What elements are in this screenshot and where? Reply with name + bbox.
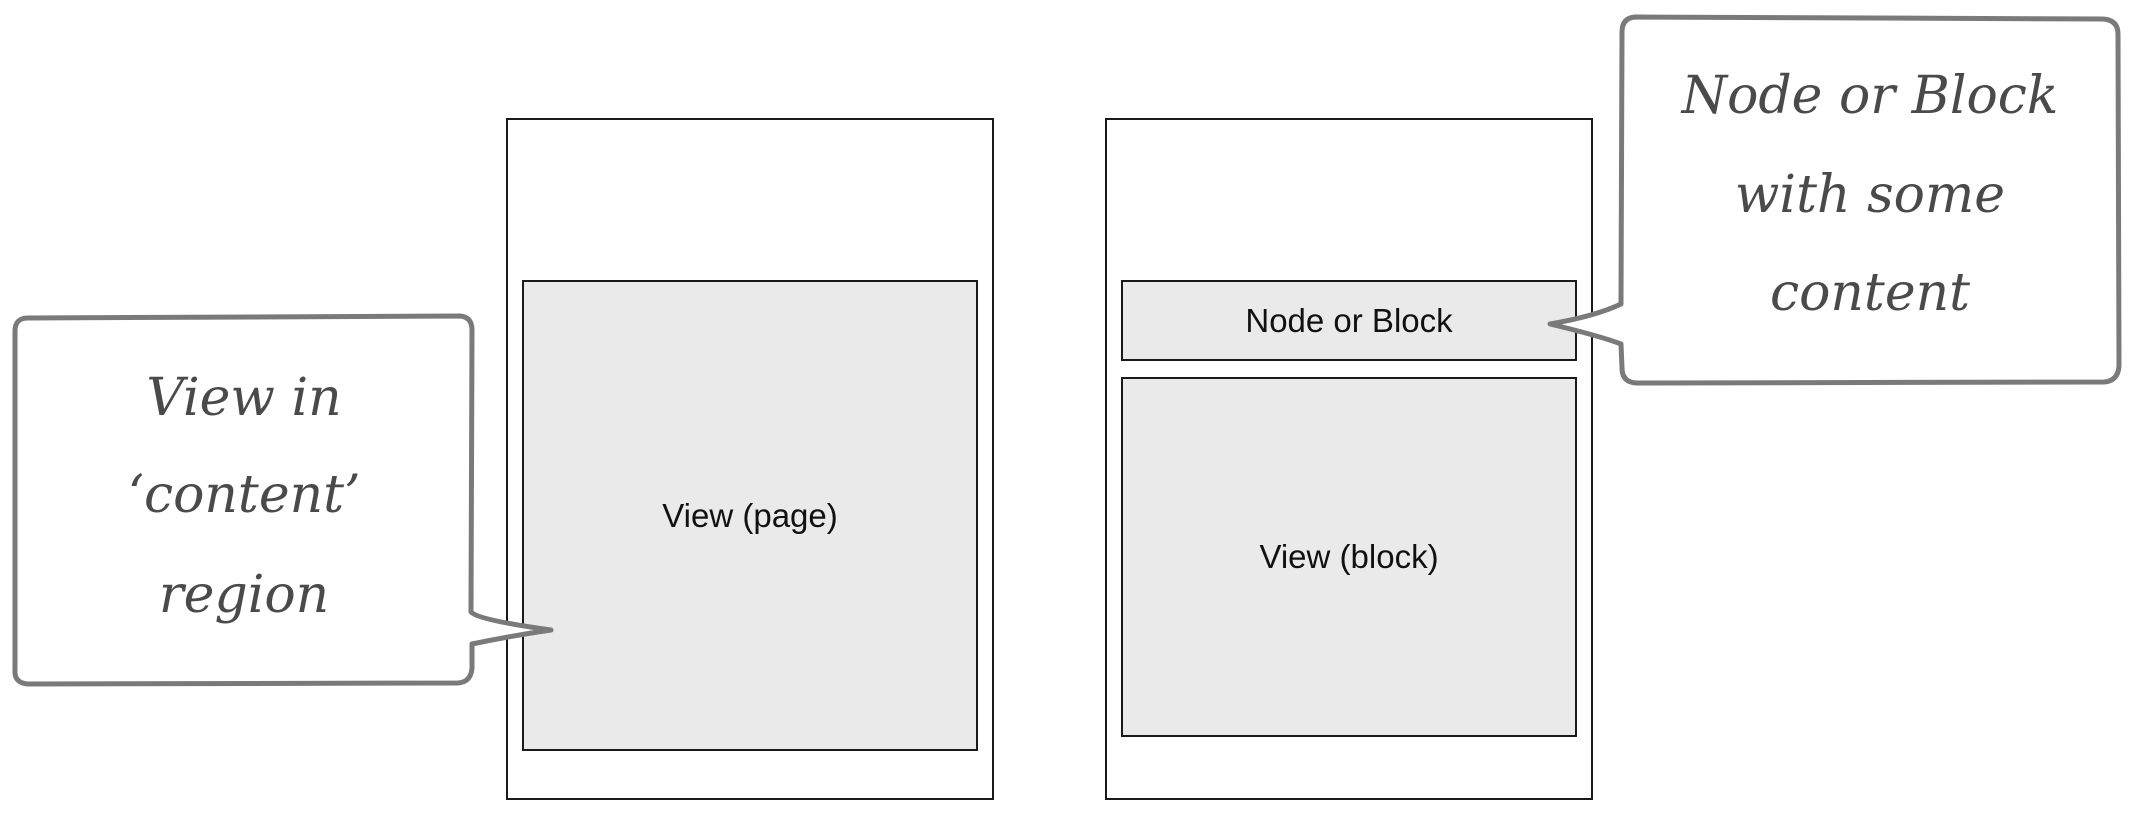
right-callout-line-1: Node or Block bbox=[1680, 66, 2059, 126]
view-block-region: View (block) bbox=[1121, 377, 1577, 737]
node-or-block-region: Node or Block bbox=[1121, 280, 1577, 361]
view-page-region: View (page) bbox=[522, 280, 978, 751]
left-callout-bubble bbox=[12, 313, 554, 687]
right-callout-line-2: with some bbox=[1735, 165, 2005, 225]
left-callout-line-3: region bbox=[159, 565, 329, 625]
left-callout-line-1: View in bbox=[146, 368, 341, 428]
right-callout-bubble bbox=[1547, 14, 2122, 386]
right-callout-line-3: content bbox=[1770, 263, 1970, 323]
left-callout-line-2: ‘content’ bbox=[127, 465, 360, 525]
